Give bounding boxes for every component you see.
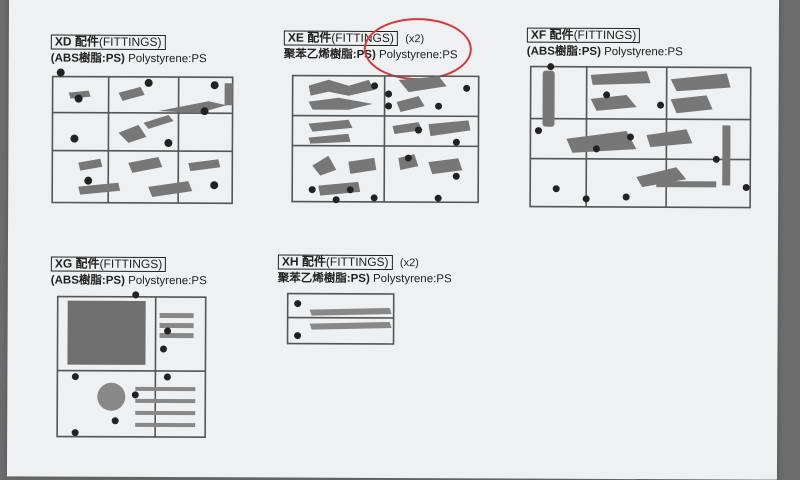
section-header: XF 配件(FITTINGS) (526, 27, 683, 44)
material-label: (ABS樹脂:PS) Polystyrene:PS (50, 274, 207, 288)
part-code-label: XH 配件(FITTINGS) (277, 254, 393, 270)
material-label: 聚苯乙烯樹脂:PS) Polystyrene:PS (277, 272, 452, 286)
runner-xd (48, 62, 249, 213)
runner-xh (280, 288, 402, 349)
instruction-sheet: XD 配件(FITTINGS) (ABS樹脂:PS) Polystyrene:P… (6, 0, 780, 480)
sprue-xd-diagram (51, 68, 234, 205)
section-header: XG 配件(FITTINGS) (50, 256, 207, 273)
runner-xe (288, 66, 485, 215)
sprue-xe-diagram (291, 74, 480, 204)
material-label: (ABS樹脂:PS) Polystyrene:PS (526, 45, 683, 59)
quantity-multiplier: (x2) (399, 257, 419, 270)
section-xf: XF 配件(FITTINGS) (ABS樹脂:PS) Polystyrene:P… (526, 27, 683, 60)
sprue-xf-diagram (529, 63, 752, 209)
sprue-xg-diagram (56, 291, 207, 438)
runner-xf (526, 59, 757, 212)
section-xd: XD 配件(FITTINGS) (ABS樹脂:PS) Polystyrene:P… (50, 34, 207, 67)
section-xh: XH 配件(FITTINGS) (x2) 聚苯乙烯樹脂:PS) Polystyr… (278, 254, 452, 286)
sprue-xh-diagram (286, 292, 395, 345)
runner-xg (51, 291, 212, 444)
section-xg: XG 配件(FITTINGS) (ABS樹脂:PS) Polystyrene:P… (50, 256, 207, 289)
section-header: XD 配件(FITTINGS) (50, 34, 207, 51)
section-header: XH 配件(FITTINGS) (x2) (277, 254, 452, 270)
part-code-label: XF 配件(FITTINGS) (526, 27, 641, 44)
part-code-label: XG 配件(FITTINGS) (50, 256, 167, 273)
part-code-label: XD 配件(FITTINGS) (50, 34, 166, 51)
